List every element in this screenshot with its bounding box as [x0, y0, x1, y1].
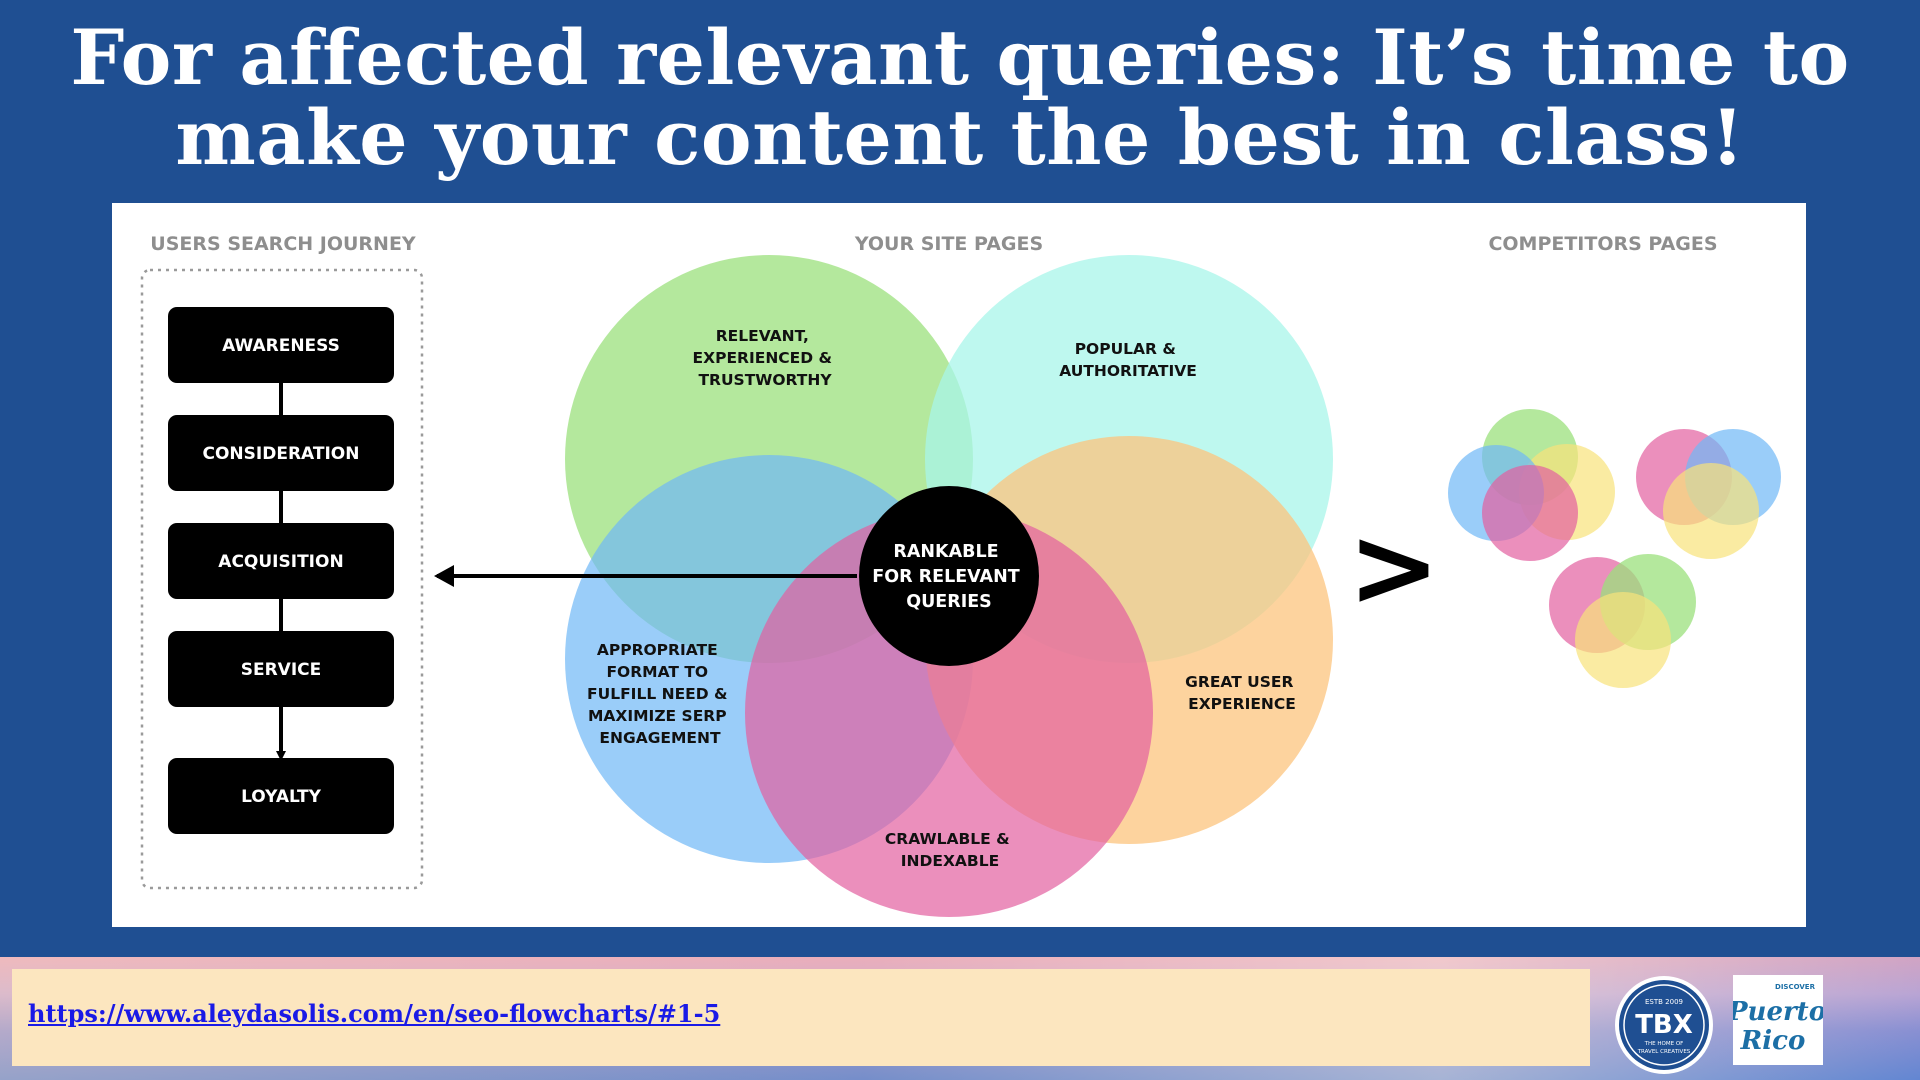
label-ux: GREAT USER EXPERIENCE — [1185, 673, 1299, 713]
title-line-1: For affected relevant queries: It’s time… — [70, 13, 1850, 102]
center-circle-rankable — [859, 486, 1039, 666]
svg-text:ESTB 2009: ESTB 2009 — [1645, 998, 1683, 1006]
journey-stage-service: SERVICE — [168, 631, 394, 707]
discover-puerto-rico-logo: DISCOVER Puerto Rico — [1733, 975, 1823, 1065]
stage-label: LOYALTY — [241, 787, 322, 807]
stage-label: CONSIDERATION — [203, 444, 360, 464]
svg-text:DISCOVER: DISCOVER — [1775, 983, 1816, 991]
greater-than-symbol: > — [1348, 503, 1440, 631]
competitor-cluster-3 — [1549, 554, 1696, 688]
svg-text:Rico: Rico — [1740, 1026, 1806, 1056]
competitors-pages-heading: COMPETITORS PAGES — [1488, 233, 1717, 255]
stage-label: AWARENESS — [222, 336, 340, 356]
slide-title: For affected relevant queries: It’s time… — [0, 18, 1920, 178]
journey-stage-acquisition: ACQUISITION — [168, 523, 394, 599]
stage-label: SERVICE — [241, 660, 322, 680]
center-label: RANKABLE FOR RELEVANT QUERIES — [872, 542, 1026, 612]
ranking-to-journey-arrowhead — [434, 565, 454, 587]
journey-stage-awareness: AWARENESS — [168, 307, 394, 383]
journey-stage-consideration: CONSIDERATION — [168, 415, 394, 491]
journey-dotted-frame — [140, 268, 424, 890]
seo-venn-diagram: USERS SEARCH JOURNEY YOUR SITE PAGES COM… — [140, 233, 1781, 917]
seo-flowcharts-link[interactable]: https://www.aleydasolis.com/en/seo-flowc… — [28, 999, 721, 1028]
title-line-2: make your content the best in class! — [175, 93, 1745, 182]
svg-text:TRAVEL CREATIVES: TRAVEL CREATIVES — [1637, 1049, 1691, 1055]
svg-text:TBX: TBX — [1635, 1010, 1693, 1040]
tbx-logo: ESTB 2009 TBX THE HOME OF TRAVEL CREATIV… — [1615, 976, 1713, 1074]
label-crawlable: CRAWLABLE & INDEXABLE — [885, 830, 1015, 870]
diagram-panel: USERS SEARCH JOURNEY YOUR SITE PAGES COM… — [112, 203, 1806, 927]
competitor-cluster-2 — [1636, 429, 1781, 559]
label-format: APPROPRIATE FORMAT TO FULFILL NEED & MAX… — [587, 641, 733, 747]
svg-text:THE HOME OF: THE HOME OF — [1644, 1041, 1684, 1047]
svg-text:Puerto: Puerto — [1733, 997, 1823, 1027]
your-site-pages-heading: YOUR SITE PAGES — [854, 233, 1043, 255]
label-relevant: RELEVANT, EXPERIENCED & TRUSTWORTHY — [693, 327, 838, 389]
journey-stage-loyalty: LOYALTY — [168, 758, 394, 834]
competitor-cluster-1 — [1448, 409, 1615, 561]
footer-bar: https://www.aleydasolis.com/en/seo-flowc… — [0, 957, 1920, 1080]
stage-label: ACQUISITION — [218, 552, 343, 572]
label-popular: POPULAR & AUTHORITATIVE — [1059, 340, 1197, 380]
circle-crawlable-indexable — [745, 509, 1153, 917]
users-search-journey-heading: USERS SEARCH JOURNEY — [150, 233, 416, 255]
url-box: https://www.aleydasolis.com/en/seo-flowc… — [12, 969, 1590, 1066]
